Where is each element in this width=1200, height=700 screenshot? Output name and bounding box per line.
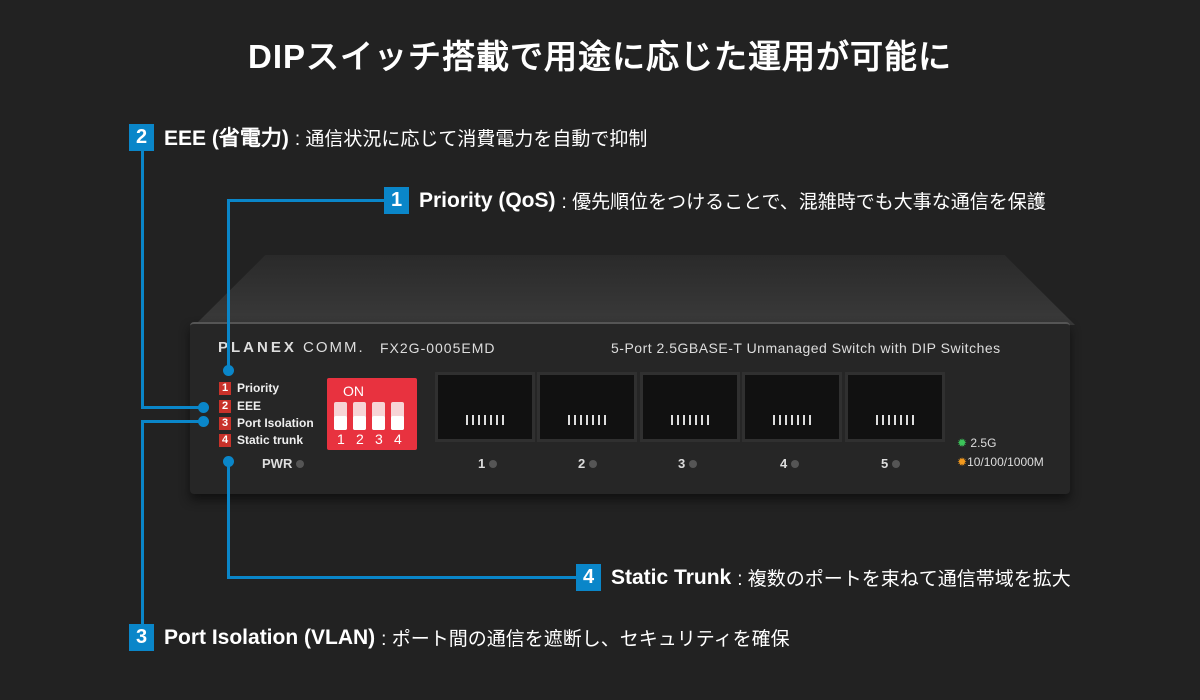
rj45-port-2 [537,372,637,442]
callout-number-badge: 1 [384,187,409,214]
callout-name: Port Isolation (VLAN) [164,625,376,649]
leader-dot-2 [198,402,209,413]
leader-line-3 [141,420,203,423]
callout-static-trunk: 4 Static Trunk : 複数のポートを束ねて通信帯域を拡大 [576,564,1071,591]
callout-number-badge: 3 [129,624,154,651]
dip-number: 3 [375,431,383,447]
callout-eee: 2 EEE (省電力) : 通信状況に応じて消費電力を自動で抑制 [129,122,647,152]
port-label: 3 [678,456,698,471]
leader-line-1 [227,199,230,369]
pwr-led [296,460,305,468]
callout-name: Priority (QoS) [419,188,556,212]
sun-icon-orange: ✹ [957,455,968,469]
dip-number: 4 [394,431,402,447]
leader-dot-4 [223,456,234,467]
callout-name: Static Trunk [611,565,732,589]
leader-line-1 [227,199,387,202]
dip-switch-2[interactable] [353,402,366,430]
brand-logo: PLANEX COMM. [218,339,365,356]
product-description: 5-Port 2.5GBASE-T Unmanaged Switch with … [611,340,1001,356]
sun-icon-green: ✹ [957,436,968,450]
switch-top [195,255,1075,325]
callout-description: : ポート間の通信を遮断し、セキュリティを確保 [381,629,790,650]
leader-line-3 [141,420,144,626]
port-label: 4 [780,456,800,471]
page-title: DIPスイッチ搭載で用途に応じた運用が可能に [247,38,952,75]
led-legend-2-5g: ✹ 2.5G [957,436,997,450]
dip-on-label: ON [343,383,364,399]
leader-line-2 [141,406,203,409]
port-label: 1 [478,456,498,471]
model-number: FX2G-0005EMD [380,340,496,356]
pwr-indicator: PWR [262,456,305,471]
dip-switch-1[interactable] [334,402,347,430]
leader-dot-3 [198,416,209,427]
dip-switch-4[interactable] [391,402,404,430]
callout-description: : 通信状況に応じて消費電力を自動で抑制 [294,128,648,150]
callout-number-badge: 4 [576,564,601,591]
leader-dot-1 [223,365,234,376]
rj45-port-5 [845,372,945,442]
leader-line-4 [227,462,230,579]
callout-description: : 複数のポートを束ねて通信帯域を拡大 [737,569,1071,590]
callout-port-isolation: 3 Port Isolation (VLAN) : ポート間の通信を遮断し、セキ… [129,624,790,651]
rj45-port-3 [640,372,740,442]
callout-description: : 優先順位をつけることで、混雑時でも大事な通信を保護 [561,192,1046,213]
port-label: 5 [881,456,901,471]
rj45-port-1 [435,372,535,442]
callout-number-badge: 2 [129,123,154,151]
callout-priority: 1 Priority (QoS) : 優先順位をつけることで、混雑時でも大事な通… [384,187,1046,214]
leader-line-2 [141,148,144,409]
leader-line-4 [227,576,579,579]
port-label: 2 [578,456,598,471]
dip-number: 2 [356,431,364,447]
dip-switch-3[interactable] [372,402,385,430]
dip-number: 1 [337,431,345,447]
rj45-port-4 [742,372,842,442]
callout-name: EEE (省電力) [164,127,289,150]
led-legend-1000m: ✹10/100/1000M [957,455,1044,469]
